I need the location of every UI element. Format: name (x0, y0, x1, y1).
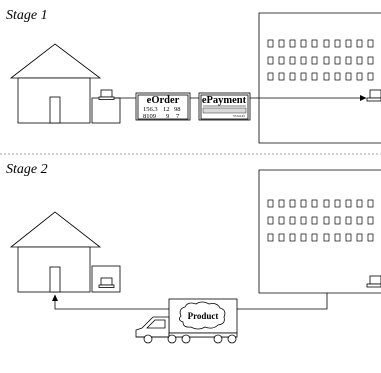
building-windows (268, 200, 373, 241)
customer-annex (92, 266, 120, 292)
product-label: Product (188, 311, 219, 321)
customer-annex (92, 90, 120, 123)
epayment-code: 372n145 (233, 114, 246, 118)
eorder-cell: 8109 (143, 113, 156, 120)
stage-1-title: Stage 1 (6, 8, 48, 23)
company-building-icon (259, 13, 381, 143)
stage-2-title: Stage 2 (6, 162, 48, 177)
laptop-icon[interactable] (99, 90, 114, 100)
epayment-document[interactable]: ePayment 372n145 (199, 93, 250, 120)
epayment-title: ePayment (202, 95, 247, 106)
eorder-document[interactable]: eOrder 156.3 12 98 8109 9 7 (136, 93, 190, 120)
eorder-cell: 98 (174, 106, 181, 113)
eorder-cell: 156.3 (143, 106, 158, 113)
eorder-cell: 12 (163, 106, 170, 113)
eorder-title: eOrder (147, 95, 180, 106)
delivery-truck-icon: Product (136, 299, 237, 343)
customer-house-icon (11, 44, 100, 123)
customer-house-icon (11, 212, 100, 292)
building-windows (268, 40, 373, 80)
stage-1: Stage 1 (6, 8, 381, 143)
stage-2: Stage 2 (6, 162, 381, 343)
company-laptop-icon[interactable] (367, 276, 381, 287)
company-building-icon (259, 170, 381, 293)
eorder-cell: 9 (166, 113, 169, 120)
laptop-icon[interactable] (99, 278, 114, 288)
company-laptop-icon[interactable] (367, 90, 381, 101)
